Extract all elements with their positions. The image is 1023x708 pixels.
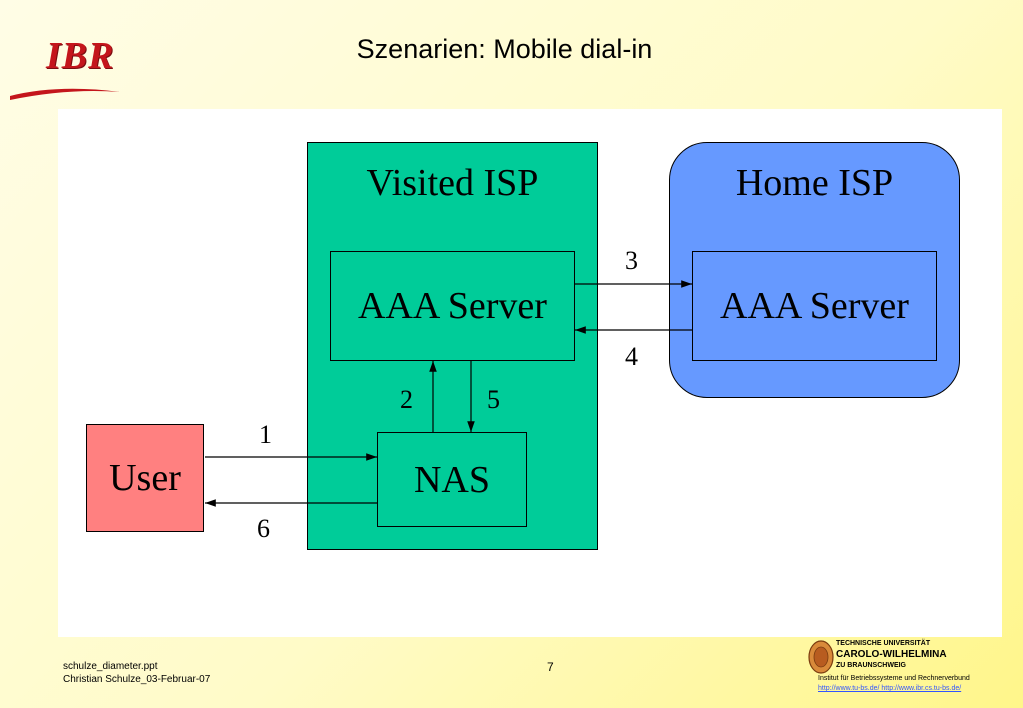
institute-name: Institut für Betriebssysteme und Rechner…	[818, 675, 970, 682]
footer-author-date: Christian Schulze_03-Februar-07	[63, 674, 211, 685]
step-3-label: 3	[625, 246, 638, 275]
nas-box: NAS	[377, 432, 527, 527]
home-aaa-server-label: AAA Server	[720, 285, 909, 327]
tu-line-1: TECHNISCHE UNIVERSITÄT	[836, 640, 931, 647]
visited-isp-label: Visited ISP	[366, 162, 539, 204]
slide-title: Szenarien: Mobile dial-in	[356, 34, 653, 64]
logo-text: IBR	[46, 35, 115, 77]
footer-info: schulze_diameter.ppt Christian Schulze_0…	[63, 660, 210, 686]
visited-aaa-server: AAA Server	[330, 251, 575, 361]
home-aaa-server: AAA Server	[692, 251, 937, 361]
footer-file: schulze_diameter.ppt	[63, 661, 158, 672]
step-5-label: 5	[487, 385, 500, 414]
step-4-label: 4	[625, 342, 638, 371]
user-label: User	[109, 457, 181, 499]
home-isp-region: Home ISP	[669, 142, 960, 398]
nas-label: NAS	[413, 458, 491, 501]
home-isp-label: Home ISP	[735, 162, 894, 204]
ibr-logo: IBR	[8, 28, 128, 100]
footer-links[interactable]: http://www.tu-bs.de/ http://www.ibr.cs.t…	[818, 685, 962, 692]
page-number: 7	[547, 660, 554, 674]
tu-line-3: ZU BRAUNSCHWEIG	[836, 662, 906, 669]
step-6-label: 6	[257, 514, 270, 543]
step-1-label: 1	[259, 420, 272, 449]
visited-isp-region: Visited ISP	[307, 142, 598, 550]
tu-braunschweig-logo: TECHNISCHE UNIVERSITÄT CAROLO-WILHELMINA…	[808, 640, 1018, 700]
logo-swoosh-icon	[10, 88, 120, 100]
university-seal-icon	[808, 640, 834, 674]
user-box: User	[86, 424, 204, 532]
visited-aaa-server-label: AAA Server	[358, 285, 547, 327]
tu-line-2: CAROLO-WILHELMINA	[836, 649, 947, 660]
step-2-label: 2	[400, 385, 413, 414]
